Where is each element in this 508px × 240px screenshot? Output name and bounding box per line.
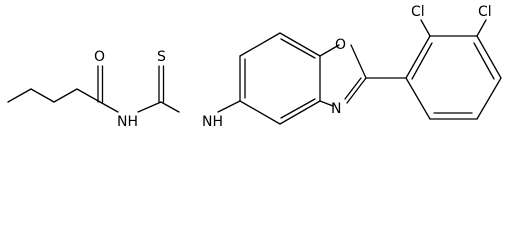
bond-c2-n-inner: [344, 77, 362, 100]
bond-c2-c3: [30, 88, 55, 103]
amine-nh-label: NH: [202, 114, 223, 130]
oxazole-ring: O N: [319, 37, 367, 117]
bond-thiocarbonyl-nh: [160, 101, 180, 113]
bond-n-c: [319, 100, 334, 107]
bond-ring-e: [279, 100, 321, 125]
bond-cl1: [420, 19, 431, 37]
bond-nh-thiocarbonyl: [137, 101, 162, 113]
bond-c4-c5: [76, 88, 101, 103]
bond-c1-c2: [7, 88, 32, 103]
structure-canvas: O NH S NH O N: [7, 4, 502, 130]
chlorine-1-label: Cl: [411, 4, 425, 20]
carbonyl-group: O: [94, 49, 105, 103]
bond-o-c2: [350, 44, 367, 79]
thione-sulfur-label: S: [157, 49, 166, 65]
thiourea-group: S: [157, 49, 180, 113]
bond-ph-a: [405, 35, 431, 79]
bond-c2-n: [346, 77, 367, 104]
bond-ring-c-inner: [280, 38, 316, 59]
bond-nh-ring: [217, 100, 241, 113]
bond-ring-c: [279, 32, 321, 57]
bond-ph-c: [476, 35, 502, 79]
bond-carbonyl-nh: [99, 101, 119, 113]
ring-nitrogen-label: N: [331, 101, 341, 117]
dichlorophenyl-ring: [405, 35, 502, 120]
chemical-structure-diagram: O NH S NH O N: [7, 4, 502, 130]
chlorine-2-label: Cl: [478, 4, 492, 20]
bond-ph-a-inner: [411, 42, 433, 80]
amide-nh-label: NH: [117, 114, 138, 130]
bond-ph-d: [476, 77, 502, 120]
bond-ph-f: [405, 77, 431, 120]
ring-oxygen-label: O: [335, 37, 346, 53]
carbonyl-oxygen-label: O: [94, 49, 105, 65]
bond-ring-f: [239, 100, 281, 125]
bond-ring-b: [239, 32, 281, 57]
bond-ph-c-inner: [473, 42, 495, 80]
bond-c-o: [319, 44, 340, 57]
bond-c3-c4: [53, 88, 78, 103]
bond-cl2: [476, 19, 487, 37]
bond-ring-e-inner: [280, 98, 316, 119]
butyl-chain: [7, 88, 101, 103]
benzoxazole-benzene-ring: [239, 32, 321, 125]
